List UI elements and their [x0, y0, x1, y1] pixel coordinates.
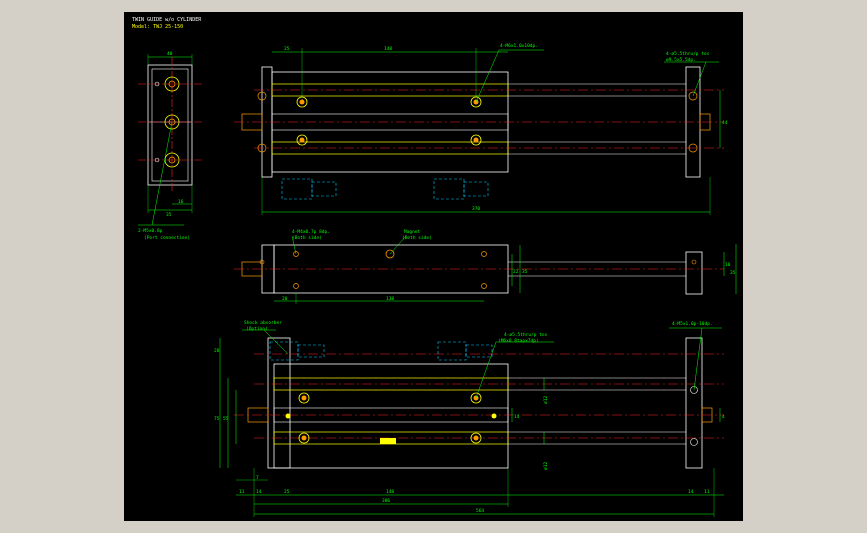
front-dim-overall: 564	[476, 508, 484, 514]
front-dim-b1: 11	[239, 489, 245, 495]
top-view: 25 148 4-M6x1.0x10dp. 4-ø5.5thru/p tos ø…	[234, 43, 728, 215]
front-dim-br1: 14	[688, 489, 694, 495]
bolt-circle-bottom	[164, 152, 180, 168]
side-dim-top: 40	[167, 51, 173, 57]
front-dim-d2: ø12	[543, 462, 549, 470]
front-dim-b3: 25	[284, 489, 290, 495]
bolt-circle-mid	[164, 114, 180, 130]
side-dim-b2: 35	[166, 212, 172, 218]
front-dim-b2: 14	[256, 489, 262, 495]
front-view: Shock absorber (Option) 4-ø5.5thru/p tos…	[214, 320, 725, 517]
top-dim-left: 25	[284, 46, 290, 52]
top-note-right-2: ø9.5x5.5dp.	[666, 57, 696, 63]
side-view: 40 16 35 2-M5x0.8p (Port connection)	[138, 51, 202, 241]
side-note-2: (Port connection)	[144, 235, 190, 241]
front-dim-b4: 7	[256, 475, 259, 481]
front-dim-d1: ø12	[543, 396, 549, 404]
front-dim-top-left: 28	[214, 348, 220, 354]
magnet-marker	[380, 438, 396, 444]
top-dim-total: 370	[472, 206, 480, 212]
mid-note-mid-1: Magnet	[404, 229, 421, 235]
mid-view: 4-M4x0.7p 8dp. (Both side) Magnet (Both …	[234, 229, 737, 304]
front-dim-pitch: 148	[386, 489, 394, 495]
front-note-left-1: Shock absorber	[244, 320, 282, 326]
drawing-canvas: TWIN GUIDE w/o CYLINDER Model: TWJ 25-15…	[124, 12, 743, 521]
front-dim-side: 14	[514, 414, 520, 420]
side-dim-b1: 16	[178, 199, 184, 205]
front-dim-total: 386	[382, 498, 390, 504]
mid-dim-far1: 18	[725, 262, 731, 268]
side-note-1: 2-M5x0.8p	[138, 228, 163, 234]
bolt-circle-top	[164, 76, 180, 92]
mid-note-mid-2: (Both side)	[402, 235, 432, 241]
cad-drawing: TWIN GUIDE w/o CYLINDER Model: TWJ 25-15…	[132, 17, 737, 517]
top-dim-right: 44	[722, 120, 728, 126]
mid-dim-r2: 35	[522, 269, 528, 275]
mid-dim-r1: 22	[513, 269, 519, 275]
mid-note-left-1: 4-M4x0.7p 8dp.	[292, 229, 330, 235]
top-dim-pitch: 148	[384, 46, 392, 52]
front-dim-height: 75	[214, 416, 220, 422]
front-dim-right: 4	[722, 414, 725, 420]
mid-dim-far2: 35	[730, 270, 736, 276]
front-dim-mid: 55	[223, 416, 229, 422]
mid-note-left-2: (Both side)	[292, 235, 322, 241]
mid-dim-pitch: 138	[386, 296, 394, 302]
front-dim-br2: 11	[704, 489, 710, 495]
front-note-left-2: (Option)	[246, 326, 268, 332]
front-note-mid-2: (M6x0.8tapx7dp)	[498, 338, 539, 344]
title-line1: TWIN GUIDE w/o CYLINDER	[132, 17, 202, 23]
top-note-right-1: 4-ø5.5thru/p tos	[666, 51, 710, 57]
title-line2: Model: TWJ 25-150	[132, 24, 183, 30]
front-note-right: 4-M5x1.0p-10dp.	[672, 321, 713, 327]
front-note-mid-1: 4-ø5.5thru/p tos	[504, 332, 548, 338]
mid-dim-left: 20	[282, 296, 288, 302]
top-note-left: 4-M6x1.0x10dp.	[500, 43, 538, 49]
